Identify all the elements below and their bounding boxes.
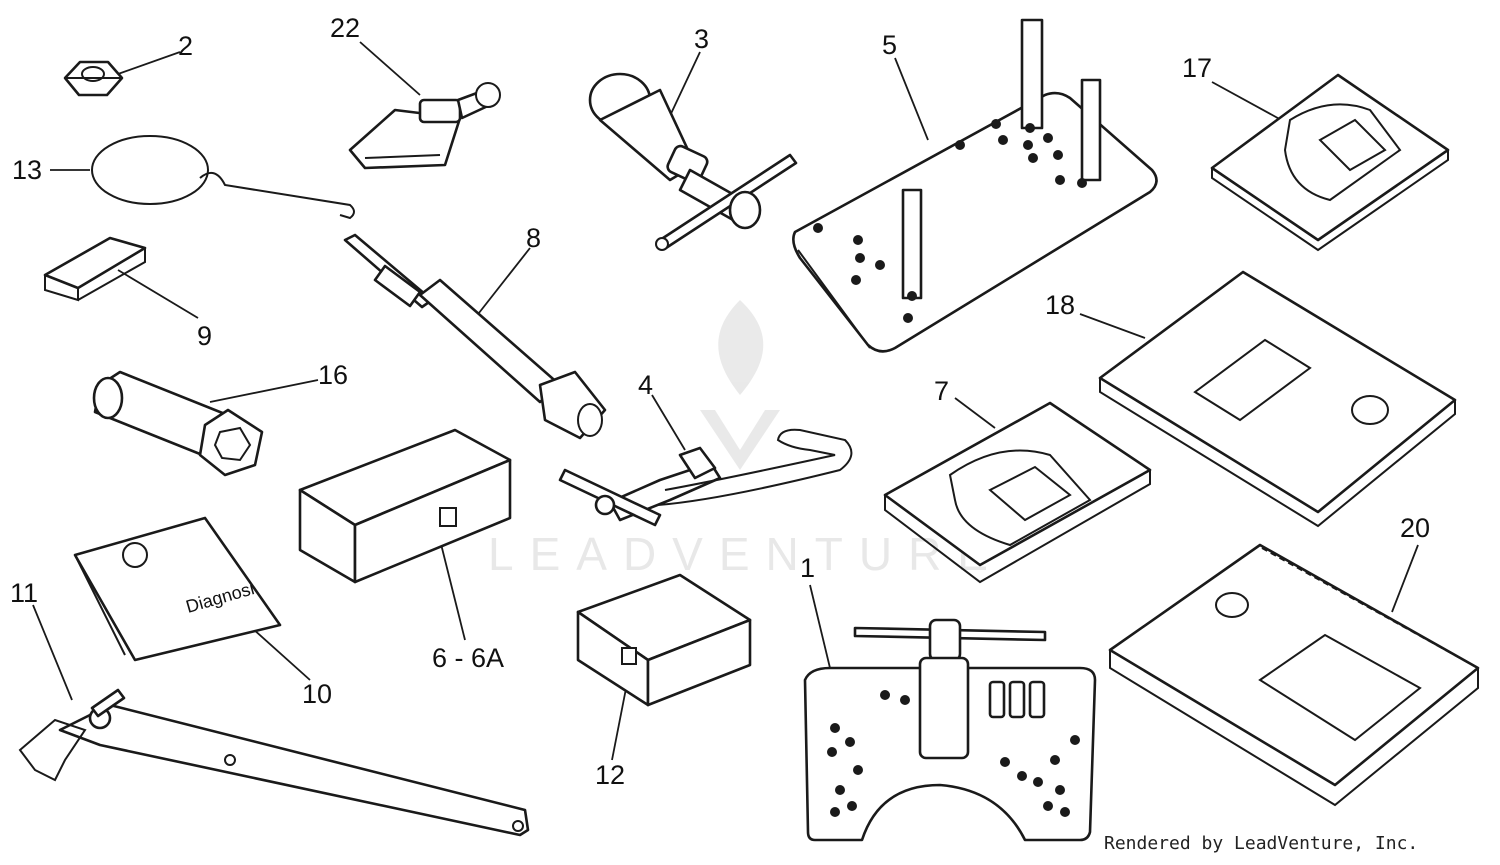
part-9-block <box>43 236 147 302</box>
callout-2: 2 <box>178 31 194 61</box>
part-3-puller <box>588 72 798 251</box>
part-16-wrench <box>92 370 264 477</box>
callout-5: 5 <box>882 30 898 60</box>
leader-lines <box>32 41 1419 761</box>
callout-3: 3 <box>694 24 710 54</box>
part-6-case <box>298 428 512 584</box>
part-17-manual <box>1210 73 1450 252</box>
callout-17: 17 <box>1182 53 1213 83</box>
part-10-book <box>73 516 282 662</box>
callout-22: 22 <box>330 13 361 43</box>
part-8-rod <box>343 233 607 440</box>
part-4-tool <box>558 428 853 527</box>
watermark-flame-icon <box>700 300 780 470</box>
callout-1: 1 <box>800 553 816 583</box>
callout-9: 9 <box>197 321 213 351</box>
footer-credit: Rendered by LeadVenture, Inc. <box>1104 833 1419 854</box>
callout-7: 7 <box>934 376 950 406</box>
watermark: LEADVENTURE <box>488 528 1004 580</box>
callout-12: 12 <box>595 760 626 790</box>
part-12-case <box>576 573 752 707</box>
callout-11: 11 <box>10 578 39 608</box>
part-1-press <box>803 618 1097 842</box>
callout-18: 18 <box>1045 290 1076 320</box>
part-18-manual <box>1098 270 1457 528</box>
part-2-nut <box>63 60 124 97</box>
callout-16: 16 <box>318 360 349 390</box>
callout-20: 20 <box>1400 513 1431 543</box>
part-11-wrench <box>18 688 530 837</box>
part-22-tool <box>348 82 501 170</box>
part-5-plate <box>792 18 1158 353</box>
part-20-spiral-manual <box>1108 543 1480 807</box>
callout-13: 13 <box>12 155 43 185</box>
callout-4: 4 <box>638 370 654 400</box>
callout-6-6a: 6 - 6A <box>432 643 505 673</box>
part-13-hook <box>91 135 355 220</box>
callout-10: 10 <box>302 679 333 709</box>
callout-8: 8 <box>526 223 542 253</box>
part-7-manual <box>883 401 1152 584</box>
